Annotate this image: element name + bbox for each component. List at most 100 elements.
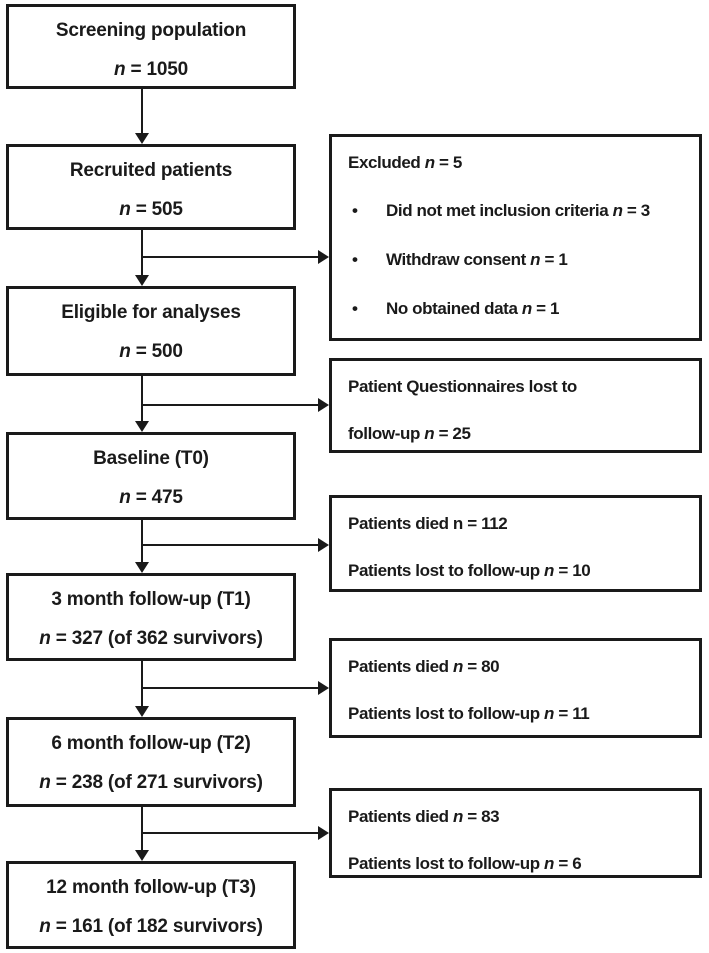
flow-box-6-month-follow-up-t2: 6 month follow-up (T2) n = 238 (of 271 s… <box>6 717 296 807</box>
flow-box-baseline-t0: Baseline (T0) n = 475 <box>6 432 296 520</box>
box-count: n = 238 (of 271 survivors) <box>39 772 263 794</box>
bullet-icon: • <box>352 250 358 269</box>
line-pre: Patients lost to follow-up <box>348 854 545 873</box>
side-box-line: Patient Questionnaires lost to <box>348 377 693 397</box>
count-post: = 505 <box>130 199 183 220</box>
side-box-line: Patients died n = 83 <box>348 807 693 827</box>
side-box-line: Patients lost to follow-up n = 10 <box>348 561 693 581</box>
line-n: n <box>424 424 435 443</box>
line-pre: No obtained data <box>386 299 522 318</box>
arrow-branch-to-deaths-after-t2 <box>142 832 318 834</box>
line-post: = 25 <box>434 424 471 443</box>
arrowhead-down-icon <box>135 562 149 573</box>
arrowhead-down-icon <box>135 706 149 717</box>
side-box-deaths-after-t1: Patients died n = 80 Patients lost to fo… <box>329 638 702 738</box>
line-pre: Patients died <box>348 807 453 826</box>
line-post: = 6 <box>554 854 582 873</box>
line-n: n <box>521 299 532 318</box>
line-pre: Patients died n <box>348 514 463 533</box>
arrowhead-down-icon <box>135 275 149 286</box>
line-n: n <box>544 561 555 580</box>
arrowhead-down-icon <box>135 133 149 144</box>
box-count: n = 161 (of 182 survivors) <box>39 916 263 938</box>
side-box-line: Patients lost to follow-up n = 6 <box>348 854 693 874</box>
line-post: = 3 <box>622 201 650 220</box>
line-n: n <box>452 807 463 826</box>
bullet-text: Did not met inclusion criteria n = 3 <box>386 201 650 221</box>
side-box-deaths-after-t2: Patients died n = 83 Patients lost to fo… <box>329 788 702 878</box>
box-count: n = 475 <box>119 487 183 509</box>
line-n: n <box>530 250 541 269</box>
arrowhead-right-icon <box>318 826 329 840</box>
arrowhead-down-icon <box>135 850 149 861</box>
line-post: = 112 <box>462 514 508 533</box>
arrow-branch-to-excluded <box>142 256 318 258</box>
line-n: n <box>544 704 555 723</box>
line-pre: Withdraw consent <box>386 250 531 269</box>
box-title: 12 month follow-up (T3) <box>46 877 256 898</box>
arrowhead-right-icon <box>318 250 329 264</box>
count-post: = 475 <box>130 487 183 508</box>
box-title: 6 month follow-up (T2) <box>51 733 251 754</box>
count-post: = 238 (of 271 survivors) <box>50 772 263 793</box>
bullet-icon: • <box>352 201 358 220</box>
arrow-branch-to-questionnaires-lost <box>142 404 318 406</box>
side-box-line: Patients died n = 112 <box>348 514 693 534</box>
line-pre: Patients lost to follow-up <box>348 704 545 723</box>
line-pre: Patients lost to follow-up <box>348 561 545 580</box>
bullet-text: No obtained data n = 1 <box>386 299 559 319</box>
line-n: n <box>424 153 435 172</box>
line-n: n <box>612 201 623 220</box>
arrow-branch-to-deaths-after-t0 <box>142 544 318 546</box>
line-post: = 83 <box>462 807 500 826</box>
box-count: n = 505 <box>119 199 183 221</box>
list-item: • Did not met inclusion criteria n = 3 <box>348 201 693 221</box>
line-post: = 11 <box>554 704 590 723</box>
box-title: Screening population <box>55 20 247 41</box>
side-box-questionnaires-lost: Patient Questionnaires lost to follow-up… <box>329 358 702 453</box>
count-post: = 327 (of 362 survivors) <box>50 628 263 649</box>
line-post: = 1 <box>531 299 560 318</box>
side-box-line: Patients lost to follow-up n = 11 <box>348 704 693 724</box>
flow-box-eligible-for-analyses: Eligible for analyses n = 500 <box>6 286 296 376</box>
arrow-screening-to-recruited <box>141 89 143 133</box>
flow-box-3-month-follow-up-t1: 3 month follow-up (T1) n = 327 (of 362 s… <box>6 573 296 661</box>
count-post: = 1050 <box>125 59 189 80</box>
flow-box-recruited-patients: Recruited patients n = 505 <box>6 144 296 230</box>
excluded-header: Excluded n = 5 <box>348 153 693 173</box>
line-pre: Did not met inclusion criteria <box>386 201 613 220</box>
count-n: n <box>114 59 126 80</box>
excluded-bullet-list: • Did not met inclusion criteria n = 3 •… <box>348 201 693 319</box>
arrow-t2-to-t3 <box>141 807 143 850</box>
line-post: = 80 <box>462 657 500 676</box>
line-pre: Excluded <box>348 153 425 172</box>
arrow-t1-to-t2 <box>141 661 143 706</box>
flow-box-screening-population: Screening population n = 1050 <box>6 4 296 89</box>
line-n: n <box>452 657 463 676</box>
line-post: = 1 <box>540 250 568 269</box>
side-box-excluded: Excluded n = 5 • Did not met inclusion c… <box>329 134 702 341</box>
count-post: = 161 (of 182 survivors) <box>50 916 263 937</box>
box-count: n = 1050 <box>114 59 188 81</box>
side-box-line: follow-up n = 25 <box>348 424 693 444</box>
line-n: n <box>544 854 555 873</box>
side-box-deaths-after-t0: Patients died n = 112 Patients lost to f… <box>329 495 702 592</box>
count-n: n <box>119 199 131 220</box>
flow-box-12-month-follow-up-t3: 12 month follow-up (T3) n = 161 (of 182 … <box>6 861 296 949</box>
arrowhead-right-icon <box>318 398 329 412</box>
line-pre: follow-up <box>348 424 425 443</box>
bullet-text: Withdraw consent n = 1 <box>386 250 568 270</box>
arrow-baseline-to-t1 <box>141 520 143 562</box>
line-pre: Patient Questionnaires lost to <box>348 377 577 396</box>
box-title: Baseline (T0) <box>93 448 209 469</box>
line-post: = 10 <box>554 561 591 580</box>
count-n: n <box>39 772 51 793</box>
side-box-line: Patients died n = 80 <box>348 657 693 677</box>
bullet-icon: • <box>352 299 358 318</box>
arrow-recruited-to-eligible <box>141 230 143 275</box>
box-count: n = 500 <box>119 341 183 363</box>
count-n: n <box>119 487 131 508</box>
arrow-eligible-to-baseline <box>141 376 143 421</box>
count-post: = 500 <box>130 341 183 362</box>
